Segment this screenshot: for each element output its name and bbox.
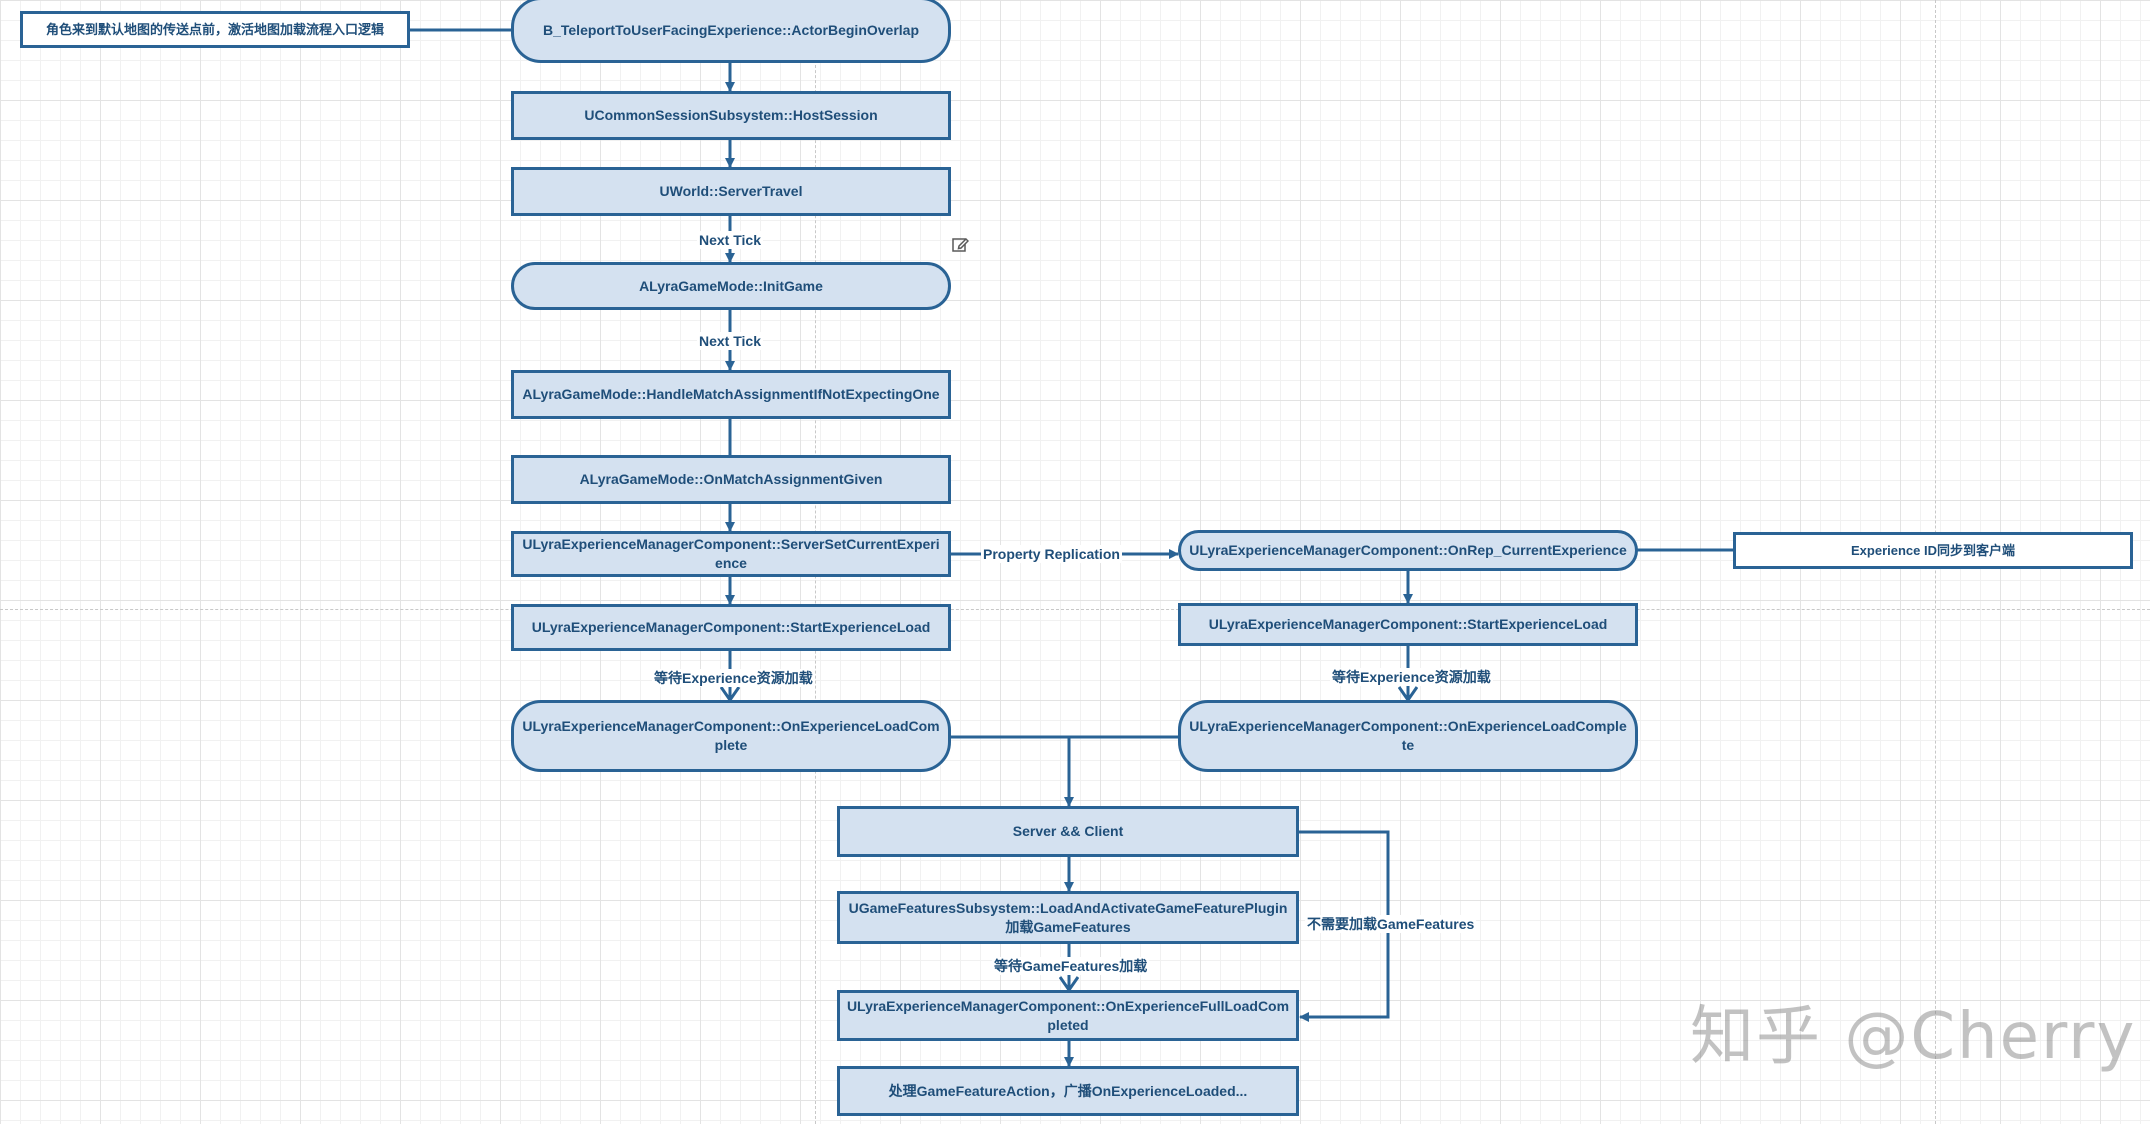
load-complete-client-node[interactable]: ULyraExperienceManagerComponent::OnExper… xyxy=(1178,700,1638,772)
watermark: 知乎 @Cherry xyxy=(1690,1000,2137,1074)
server-travel-node[interactable]: UWorld::ServerTravel xyxy=(511,167,951,216)
host-session-node[interactable]: UCommonSessionSubsystem::HostSession xyxy=(511,91,951,140)
init-game-node[interactable]: ALyraGameMode::InitGame xyxy=(511,262,951,310)
load-plugin-line2: 加载GameFeatures xyxy=(1005,918,1131,935)
full-load-completed-node[interactable]: ULyraExperienceManagerComponent::OnExper… xyxy=(837,990,1299,1041)
client-note: Experience ID同步到客户端 xyxy=(1733,532,2133,569)
server-set-current-node[interactable]: ULyraExperienceManagerComponent::ServerS… xyxy=(511,531,951,577)
page-break-horizontal xyxy=(0,609,2150,610)
edit-icon[interactable] xyxy=(951,236,969,254)
process-actions-node[interactable]: 处理GameFeatureAction，广播OnExperienceLoaded… xyxy=(837,1066,1299,1116)
edge-label-wait-experience-client: 等待Experience资源加载 xyxy=(1330,668,1493,686)
handle-match-node[interactable]: ALyraGameMode::HandleMatchAssignmentIfNo… xyxy=(511,370,951,419)
load-plugin-line1: UGameFeaturesSubsystem::LoadAndActivateG… xyxy=(848,899,1288,916)
entry-note: 角色来到默认地图的传送点前，激活地图加载流程入口逻辑 xyxy=(20,11,410,48)
edge-label-next-tick-1: Next Tick xyxy=(697,231,763,249)
begin-overlap-node[interactable]: B_TeleportToUserFacingExperience::ActorB… xyxy=(511,0,951,63)
start-load-client-node[interactable]: ULyraExperienceManagerComponent::StartEx… xyxy=(1178,603,1638,646)
on-match-given-node[interactable]: ALyraGameMode::OnMatchAssignmentGiven xyxy=(511,455,951,504)
start-load-server-node[interactable]: ULyraExperienceManagerComponent::StartEx… xyxy=(511,604,951,651)
edge-label-wait-experience-server: 等待Experience资源加载 xyxy=(652,669,815,687)
load-plugin-node[interactable]: UGameFeaturesSubsystem::LoadAndActivateG… xyxy=(837,891,1299,944)
edge-complete-server-merge xyxy=(950,735,1074,807)
edge-label-next-tick-2: Next Tick xyxy=(697,332,763,350)
edge-label-property-replication: Property Replication xyxy=(981,545,1122,563)
edge-label-wait-gamefeatures: 等待GameFeatures加载 xyxy=(992,957,1150,975)
edge-label-no-gamefeatures: 不需要加载GameFeatures xyxy=(1305,915,1477,933)
load-complete-server-node[interactable]: ULyraExperienceManagerComponent::OnExper… xyxy=(511,700,951,772)
server-client-node[interactable]: Server && Client xyxy=(837,806,1299,857)
onrep-current-node[interactable]: ULyraExperienceManagerComponent::OnRep_C… xyxy=(1178,530,1638,571)
